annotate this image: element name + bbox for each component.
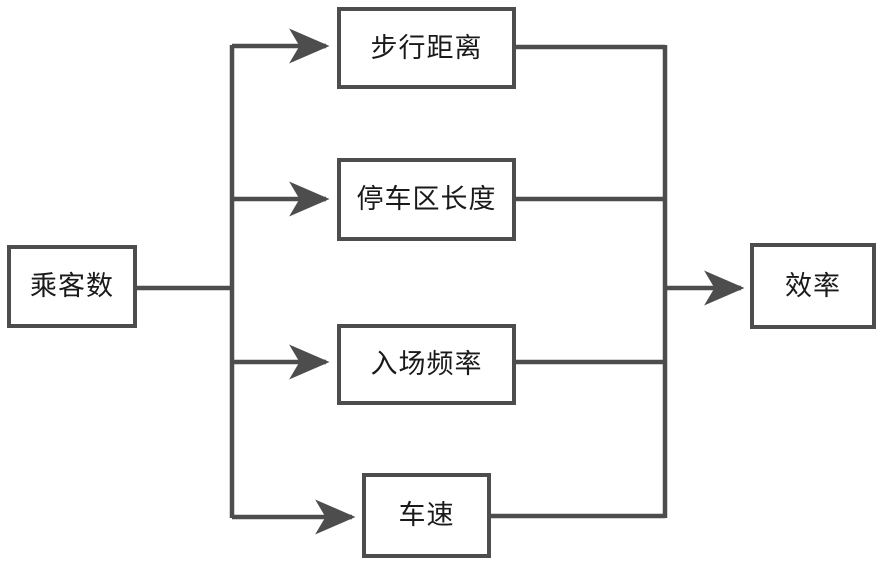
node-label: 入场频率 xyxy=(370,349,483,380)
node-passenger-count[interactable]: 乘客数 xyxy=(7,245,137,328)
node-label: 步行距离 xyxy=(370,32,483,64)
node-entry-frequency[interactable]: 入场频率 xyxy=(337,324,516,405)
node-label: 车速 xyxy=(398,500,455,531)
node-efficiency[interactable]: 效率 xyxy=(750,243,876,329)
node-vehicle-speed[interactable]: 车速 xyxy=(362,473,491,558)
node-walking-distance[interactable]: 步行距离 xyxy=(337,7,516,89)
node-parking-zone-length[interactable]: 停车区长度 xyxy=(337,158,516,241)
node-label: 乘客数 xyxy=(30,271,114,302)
node-label: 效率 xyxy=(785,270,841,302)
node-label: 停车区长度 xyxy=(356,184,497,215)
